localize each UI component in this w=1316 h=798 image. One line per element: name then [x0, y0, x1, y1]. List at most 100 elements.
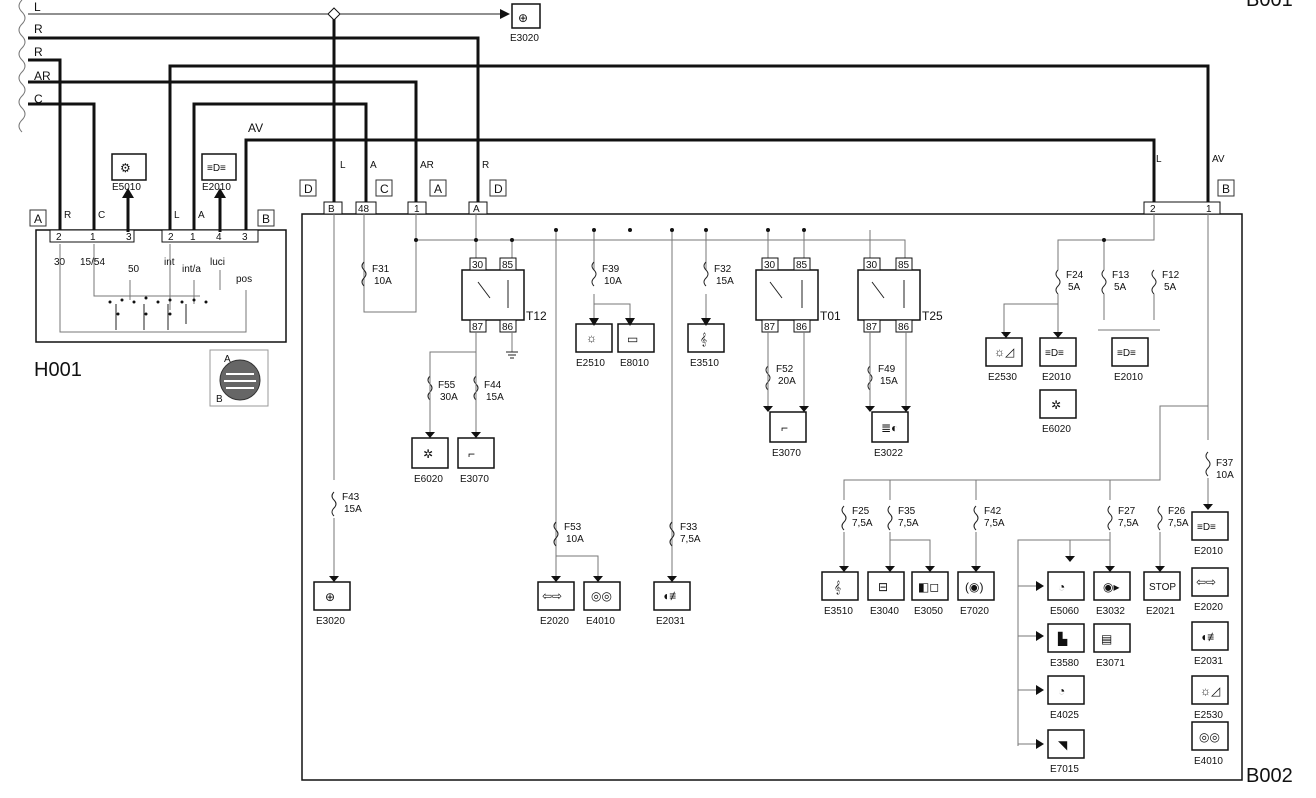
junction-dots — [414, 228, 1106, 242]
wire-label-a: A — [370, 160, 377, 171]
svg-text:E2031: E2031 — [1194, 656, 1223, 667]
svg-text:F26: F26 — [1168, 506, 1186, 517]
heater-icon: ▙ — [1057, 631, 1068, 646]
svg-text:86: 86 — [898, 322, 910, 333]
svg-text:E3022: E3022 — [874, 448, 903, 459]
svg-text:15A: 15A — [344, 504, 362, 515]
component-e2031-a: ◖≢ E2031 — [653, 581, 691, 627]
svg-text:E3070: E3070 — [772, 448, 801, 459]
svg-text:87: 87 — [764, 322, 776, 333]
headlight-icon: ≡D≡ — [207, 163, 226, 174]
airbag-icon: ◥ — [1058, 738, 1068, 752]
svg-text:E3040: E3040 — [870, 606, 899, 617]
svg-text:2: 2 — [168, 232, 174, 243]
svg-text:20A: 20A — [778, 376, 796, 387]
component-e2010-h: ≡D≡ E2010 — [201, 153, 237, 232]
svg-text:10A: 10A — [374, 276, 392, 287]
svg-text:E5010: E5010 — [112, 182, 141, 193]
svg-text:85: 85 — [898, 260, 910, 271]
svg-text:F53: F53 — [564, 522, 582, 533]
dome-light-icon: ☼ — [586, 331, 597, 345]
wire-label-l-right: L — [1156, 154, 1162, 165]
svg-text:2: 2 — [56, 232, 62, 243]
svg-text:5A: 5A — [1114, 282, 1127, 293]
wire-label-c-h: C — [98, 210, 105, 221]
component-e3040: ⊟ E3040 — [867, 571, 905, 617]
svg-text:E2530: E2530 — [988, 372, 1017, 383]
svg-text:1: 1 — [414, 204, 420, 215]
load-wires — [333, 294, 1209, 746]
svg-text:E2021: E2021 — [1146, 606, 1175, 617]
wire-label-ar: AR — [34, 69, 51, 83]
headlight-icon: ≡D≡ — [1045, 348, 1064, 359]
svg-text:7,5A: 7,5A — [1118, 518, 1139, 529]
svg-text:86: 86 — [502, 322, 514, 333]
computer-icon: ▭ — [627, 332, 638, 346]
svg-text:F25: F25 — [852, 506, 870, 517]
svg-text:C: C — [380, 182, 389, 196]
component-e3032: ◉▸ E3032 — [1093, 571, 1131, 617]
internal-wiring — [333, 214, 1209, 580]
key-view: A B — [209, 349, 269, 407]
svg-text:E2020: E2020 — [1194, 602, 1223, 613]
speedometer-icon: ◔ — [1058, 580, 1065, 594]
svg-text:F13: F13 — [1112, 270, 1130, 281]
switch-h001: 2 1 3 2 1 4 3 30 15/54 50 int int/a luci… — [34, 229, 287, 381]
wire-label-r-h: R — [64, 210, 71, 221]
svg-text:7,5A: 7,5A — [852, 518, 873, 529]
component-e6020-b: ✲ E6020 — [1039, 389, 1077, 435]
component-e3070-a: ⌐ E3070 — [457, 437, 495, 485]
horn-icon: 𝄞 — [834, 580, 841, 594]
svg-text:E2010: E2010 — [1042, 372, 1071, 383]
svg-text:E4010: E4010 — [1194, 756, 1223, 767]
svg-text:E3580: E3580 — [1050, 658, 1079, 669]
component-e5060: ◔ E5060 — [1047, 571, 1085, 617]
svg-text:50: 50 — [128, 264, 140, 275]
component-e3050: ◧◻ E3050 — [911, 571, 949, 617]
svg-text:E2530: E2530 — [1194, 710, 1223, 721]
svg-text:F39: F39 — [602, 264, 620, 275]
b002-pins: B 48 1 A 2 1 — [323, 201, 1221, 215]
mirror-icon: ◧◻ — [918, 580, 939, 594]
svg-text:86: 86 — [796, 322, 808, 333]
wiper-icon: ⊕ — [325, 590, 335, 604]
component-e5010: ⚙ E5010 — [111, 153, 147, 232]
connector-labels: A B D C A D B — [29, 179, 1235, 227]
component-e2020-a: ⇦⇨ E2020 — [537, 581, 575, 627]
light-sensor-icon: ☼◿ — [994, 345, 1014, 359]
module-b002-frame — [301, 213, 1243, 781]
svg-text:1: 1 — [90, 232, 96, 243]
svg-text:15/54: 15/54 — [80, 257, 105, 268]
svg-text:E4010: E4010 — [586, 616, 615, 627]
svg-text:7,5A: 7,5A — [680, 534, 701, 545]
wiper-icon: ⊕ — [518, 11, 528, 25]
svg-text:D: D — [494, 182, 503, 196]
component-e2021: STOP E2021 — [1143, 571, 1181, 617]
svg-text:F33: F33 — [680, 522, 698, 533]
turn-signal-icon: ⇦⇨ — [542, 589, 562, 603]
rear-fog-icon: ◖≢ — [662, 589, 681, 603]
svg-text:E2010: E2010 — [202, 182, 231, 193]
abs-icon: (◉) — [965, 580, 983, 594]
fan-icon: ✲ — [1051, 398, 1061, 412]
svg-text:E3071: E3071 — [1096, 658, 1125, 669]
gauge-icon: ◎◎ — [591, 589, 612, 603]
stop-light-icon: STOP — [1149, 582, 1176, 593]
svg-text:4: 4 — [216, 232, 222, 243]
svg-text:15A: 15A — [486, 392, 504, 403]
component-e2031-b: ◖≢ E2031 — [1191, 621, 1229, 667]
svg-text:10A: 10A — [566, 534, 584, 545]
relay-t12: 30 85 87 86 T12 — [461, 257, 547, 333]
